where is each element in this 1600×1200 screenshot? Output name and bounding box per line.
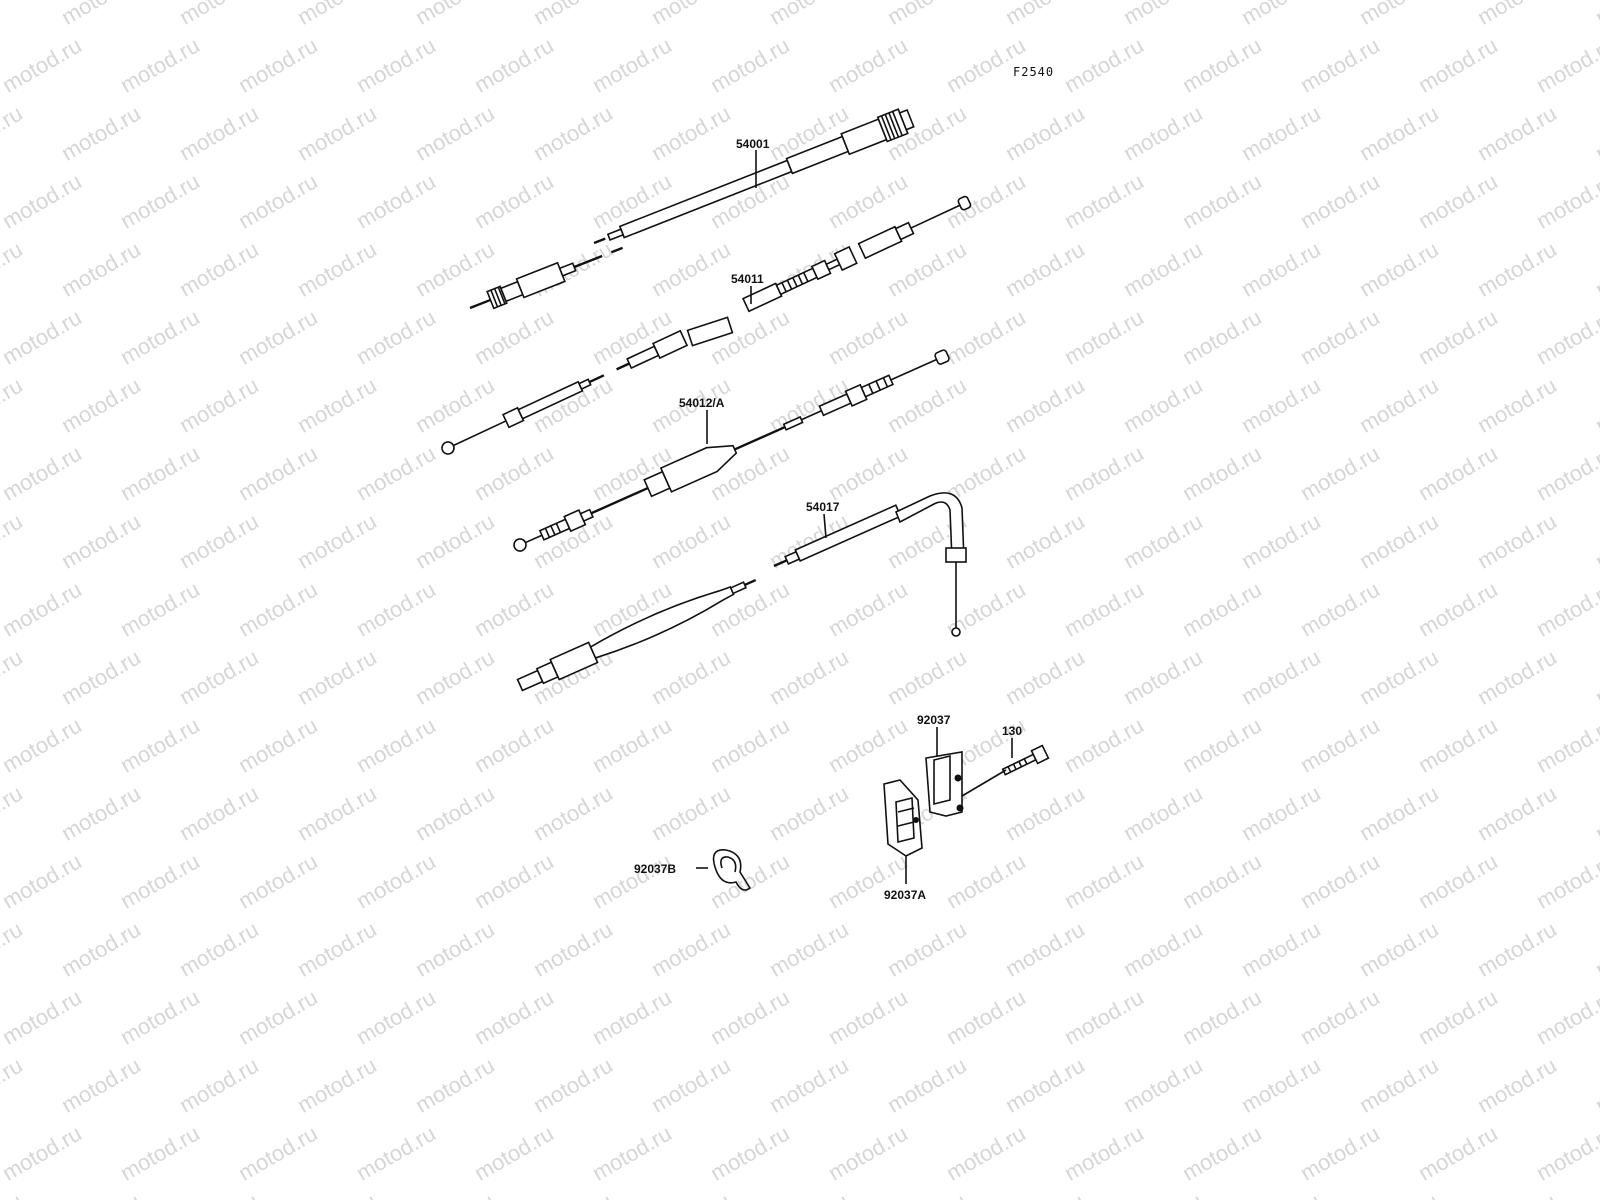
- drawing-code: F2540: [1013, 65, 1054, 79]
- part-label-54017: 54017: [806, 500, 840, 514]
- part-label-54011: 54011: [731, 272, 764, 286]
- part-label-54001: 54001: [736, 137, 770, 151]
- clamp-b[interactable]: 92037B: [634, 849, 752, 891]
- speedometer-cable[interactable]: 54001: [466, 106, 915, 317]
- bolt[interactable]: 130: [961, 724, 1050, 797]
- throttle-cable-a[interactable]: 54012/A: [509, 343, 953, 560]
- part-label-92037a: 92037A: [884, 888, 926, 902]
- part-label-92037: 92037: [917, 713, 951, 727]
- clamp[interactable]: 92037: [917, 713, 964, 817]
- part-label-54012a: 54012/A: [679, 396, 725, 410]
- throttle-cable[interactable]: 54011: [439, 193, 973, 458]
- clamp-a[interactable]: 92037A: [883, 779, 926, 902]
- part-label-92037b: 92037B: [634, 862, 676, 876]
- choke-cable[interactable]: 54017: [516, 492, 967, 695]
- part-label-130: 130: [1002, 724, 1022, 738]
